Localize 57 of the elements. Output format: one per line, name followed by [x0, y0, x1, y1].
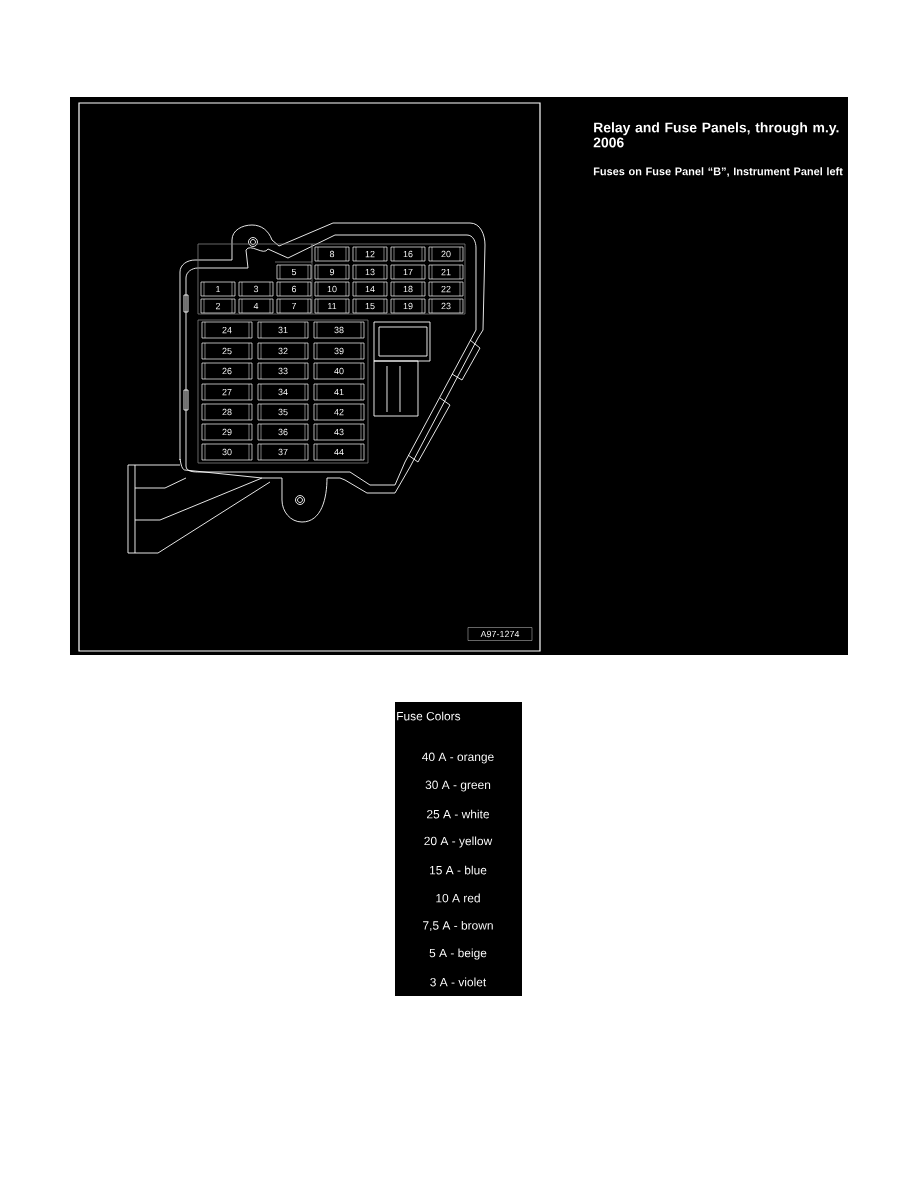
- legend-entry: 10 A red: [436, 893, 480, 903]
- subtitle: Fuses on Fuse Panel “B”, Instrument Panel left: [593, 167, 843, 177]
- legend-entry: 7,5 A - brown: [423, 920, 493, 932]
- fuse-slot: 33: [257, 362, 309, 380]
- fuse-slot: 28: [201, 403, 253, 421]
- fuse-slot: 10: [314, 281, 350, 297]
- fuse-slot: 5: [276, 264, 312, 280]
- fuse-slot: 6: [276, 281, 312, 297]
- fuse-slot: 31: [257, 321, 309, 339]
- fuse-slot: 41: [313, 383, 365, 401]
- fuse-slot: 24: [201, 321, 253, 339]
- legend-heading: Fuse Colors: [397, 711, 461, 721]
- title: Relay and Fuse Panels, through m.y. 2006: [593, 122, 839, 148]
- figure-number: A97-1274: [467, 627, 533, 641]
- fuse-slot: 19: [390, 298, 426, 314]
- fuse-slot: 27: [201, 383, 253, 401]
- fuse-slot: 17: [390, 264, 426, 280]
- fuse-slot: 8: [314, 246, 350, 262]
- fuse-slot: 1: [200, 281, 236, 297]
- fuse-slot: 35: [257, 403, 309, 421]
- fuse-slot: 25: [201, 342, 253, 360]
- fuse-slot: 20: [428, 246, 464, 262]
- fuse-slot: 12: [352, 246, 388, 262]
- fuse-slot: 36: [257, 423, 309, 441]
- legend-entry: 15 A - blue: [430, 865, 487, 875]
- fuse-slot: 39: [313, 342, 365, 360]
- fuse-slot: 40: [313, 362, 365, 380]
- fuse-slot: 38: [313, 321, 365, 339]
- legend-entry: 40 A - orange: [422, 752, 494, 764]
- fuse-slot: 13: [352, 264, 388, 280]
- fuse-slot: 9: [314, 264, 350, 280]
- legend-entry: 3 A - violet: [430, 977, 487, 987]
- fuse-slot: 37: [257, 443, 309, 461]
- fuse-slot: 22: [428, 281, 464, 297]
- fuse-slot: 23: [428, 298, 464, 314]
- fuse-slot: 4: [238, 298, 274, 314]
- fuse-slot: 34: [257, 383, 309, 401]
- fuse-slot: 43: [313, 423, 365, 441]
- fuse-slot: 32: [257, 342, 309, 360]
- fuse-slot: 14: [352, 281, 388, 297]
- fuse-slot: 18: [390, 281, 426, 297]
- fuse-slot: 15: [352, 298, 388, 314]
- fuse-slot: 21: [428, 264, 464, 280]
- fuse-slot: 44: [313, 443, 365, 461]
- fuse-slot: 30: [201, 443, 253, 461]
- fuse-slot: 2: [200, 298, 236, 314]
- legend-entry: 25 A - white: [427, 809, 489, 819]
- fuse-slot: 42: [313, 403, 365, 421]
- fuse-slot: 16: [390, 246, 426, 262]
- fuse-slot: 26: [201, 362, 253, 380]
- legend-entry: 30 A - green: [425, 780, 491, 792]
- fuse-slot: 7: [276, 298, 312, 314]
- legend-entry: 5 A - beige: [429, 948, 487, 960]
- fuse-slot: 29: [201, 423, 253, 441]
- legend-entry: 20 A - yellow: [424, 836, 493, 848]
- fuse-slot: 3: [238, 281, 274, 297]
- fuse-slot: 11: [314, 298, 350, 314]
